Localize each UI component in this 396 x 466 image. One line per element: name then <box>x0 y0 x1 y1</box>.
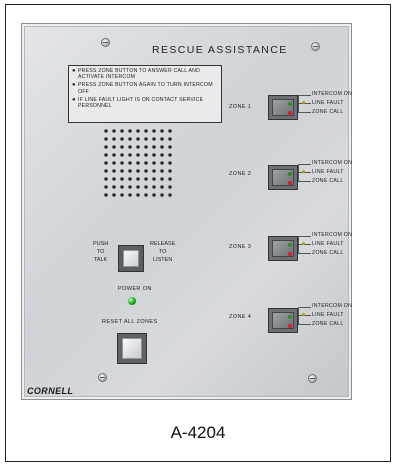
speaker-grille <box>102 127 172 197</box>
intercom-on-led-icon <box>288 243 292 247</box>
intercom-on-led-icon <box>288 315 292 319</box>
button-cap <box>272 240 294 257</box>
line-fault-led-icon <box>302 101 305 104</box>
line-fault-text: LINE FAULT <box>312 169 344 175</box>
intercom-panel: RESCUE ASSISTANCE ● PRESS ZONE BUTTON TO… <box>21 23 352 400</box>
zone-4-label: ZONE 4 <box>229 314 252 320</box>
zone-call-text: ZONE CALL <box>312 178 344 184</box>
indicator-leads <box>298 164 313 182</box>
panel-title: RESCUE ASSISTANCE <box>152 44 288 56</box>
zone-call-led-icon <box>288 324 292 328</box>
bullet-icon: ● <box>72 96 76 103</box>
instruction-item: ● PRESS ZONE BUTTON AGAIN TO TURN INTERC… <box>72 82 218 94</box>
bullet-icon: ● <box>72 68 76 74</box>
zone-1-label: ZONE 1 <box>229 104 252 110</box>
screw-icon <box>98 373 107 382</box>
intercom-on-text: INTERCOM ON <box>312 160 353 166</box>
screw-icon <box>308 374 317 383</box>
release-to-listen-label: RELEASE TO LISTEN <box>150 241 176 263</box>
line-fault-led-icon <box>302 313 305 316</box>
zone-call-led-icon <box>288 181 292 185</box>
button-cap <box>122 338 142 359</box>
zone-3-label: ZONE 3 <box>229 244 252 250</box>
instruction-item: ● PRESS ZONE BUTTON TO ANSWER CALL AND A… <box>72 68 218 80</box>
intercom-on-led-icon <box>288 172 292 176</box>
brand-logo: CORNELL <box>27 386 74 396</box>
instruction-text: PRESS ZONE BUTTON AGAIN TO TURN INTERCOM… <box>78 82 213 95</box>
instruction-text: PRESS ZONE BUTTON TO ANSWER CALL AND ACT… <box>78 68 201 81</box>
line-fault-led-icon <box>302 170 305 173</box>
power-led-icon <box>128 297 136 305</box>
push-to-talk-label: PUSH TO TALK <box>93 241 109 263</box>
zone-2-label: ZONE 2 <box>229 171 252 177</box>
zone-3-button[interactable] <box>268 236 298 261</box>
push-to-talk-button[interactable] <box>118 245 144 272</box>
zone-4-button[interactable] <box>268 308 298 333</box>
button-cap <box>272 99 294 116</box>
screw-icon <box>101 38 110 47</box>
zone-call-text: ZONE CALL <box>312 109 344 115</box>
instructions-box: ● PRESS ZONE BUTTON TO ANSWER CALL AND A… <box>68 65 222 123</box>
bullet-icon: ● <box>72 82 76 89</box>
line-fault-text: LINE FAULT <box>312 312 344 318</box>
reset-all-zones-label: RESET ALL ZONES <box>102 319 158 325</box>
screw-icon <box>311 42 320 51</box>
line-fault-text: LINE FAULT <box>312 100 344 106</box>
zone-call-led-icon <box>288 111 292 115</box>
model-caption: A-4204 <box>170 423 226 442</box>
intercom-on-text: INTERCOM ON <box>312 232 353 238</box>
intercom-on-text: INTERCOM ON <box>312 303 353 309</box>
intercom-on-text: INTERCOM ON <box>312 91 353 97</box>
zone-call-text: ZONE CALL <box>312 250 344 256</box>
indicator-leads <box>298 307 313 325</box>
line-fault-led-icon <box>302 242 305 245</box>
intercom-on-led-icon <box>288 102 292 106</box>
button-cap <box>272 312 294 329</box>
zone-1-button[interactable] <box>268 95 298 120</box>
indicator-leads <box>298 236 313 254</box>
zone-2-button[interactable] <box>268 165 298 190</box>
indicator-leads <box>298 95 313 113</box>
instruction-text: IF LINE FAULT LIGHT IS ON CONTACT SERVIC… <box>78 96 204 110</box>
zone-call-text: ZONE CALL <box>312 321 344 327</box>
button-cap <box>123 250 139 267</box>
instruction-item: ● IF LINE FAULT LIGHT IS ON CONTACT SERV… <box>72 97 218 109</box>
power-on-label: POWER ON <box>118 286 152 292</box>
zone-call-led-icon <box>288 252 292 256</box>
line-fault-text: LINE FAULT <box>312 241 344 247</box>
button-cap <box>272 169 294 186</box>
reset-all-zones-button[interactable] <box>117 333 147 364</box>
